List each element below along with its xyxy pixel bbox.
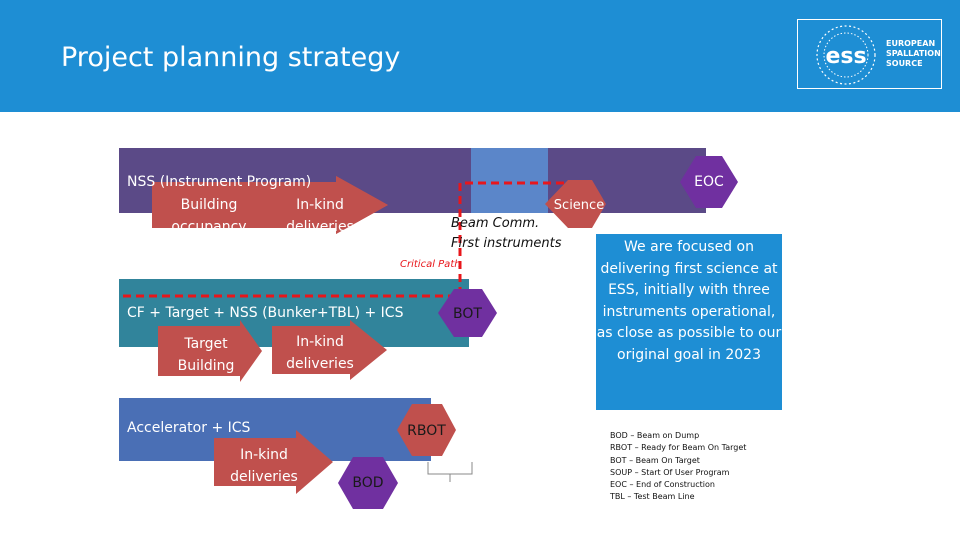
- milestone-eoc: [680, 156, 738, 208]
- beam-comm-label: Beam Comm. First instruments: [451, 214, 562, 254]
- abbreviation-legend: BOD – Beam on Dump RBOT – Ready for Beam…: [610, 430, 746, 504]
- arrow-building-occupancy-label: Building occupancy: [159, 194, 259, 238]
- arrow-building-line-1: Building: [180, 197, 238, 213]
- milestone-science-label: Science: [553, 198, 605, 213]
- ess-logo-icon: ess: [816, 25, 876, 85]
- milestone-bot-label: BOT: [453, 306, 482, 322]
- milestone-science: [545, 180, 606, 228]
- arrow-inkind-bar1-label: In-kind deliveries: [272, 194, 368, 238]
- bar-nss-label: NSS (Instrument Program): [127, 174, 312, 190]
- bar-accelerator-label: Accelerator + ICS: [127, 420, 251, 436]
- legend-item: TBL – Test Beam Line: [610, 492, 695, 502]
- arrow-target-building-label: Target Building: [158, 333, 254, 377]
- arrow-target-building: [158, 320, 262, 382]
- arrow-inkind-bar2-line-1: In-kind: [296, 334, 344, 350]
- milestone-bot: [438, 289, 497, 337]
- slide-title: Project planning strategy: [61, 42, 401, 73]
- legend-item: BOD – Beam on Dump: [610, 431, 700, 440]
- arrow-inkind-bar3-line-1: In-kind: [240, 447, 288, 463]
- logo-line-2: SPALLATION: [886, 49, 941, 58]
- legend-item: EOC – End of Construction: [610, 480, 715, 490]
- arrow-inkind-bar1-line-1: In-kind: [296, 197, 344, 213]
- beam-comm-window: [471, 148, 548, 213]
- arrow-inkind-bar2-line-2: deliveries: [286, 356, 354, 372]
- bar-target-label: CF + Target + NSS (Bunker+TBL) + ICS: [127, 305, 404, 321]
- milestone-rbot-label: RBOT: [407, 423, 446, 439]
- ess-logo: ess EUROPEAN SPALLATION SOURCE: [797, 19, 942, 89]
- milestone-eoc-label: EOC: [694, 174, 724, 190]
- legend-item: BOT – Beam On Target: [610, 455, 700, 465]
- milestone-bod: [338, 457, 398, 509]
- arrow-inkind-bar1: [260, 176, 388, 234]
- timeline-bracket: [427, 462, 473, 482]
- logo-line-3: SOURCE: [886, 59, 923, 68]
- milestone-bod-label: BOD: [352, 475, 384, 491]
- arrow-inkind-bar3-line-2: deliveries: [230, 469, 298, 485]
- beam-comm-line-1: Beam Comm.: [451, 216, 540, 231]
- arrow-target-line-2: Building: [177, 358, 235, 374]
- focus-note: We are focused on delivering first scien…: [596, 239, 782, 363]
- beam-comm-line-2: First instruments: [451, 236, 562, 251]
- logo-wordmark: EUROPEAN SPALLATION SOURCE: [886, 39, 941, 69]
- arrow-inkind-bar1-line-2: deliveries: [286, 219, 354, 235]
- logo-line-1: EUROPEAN: [886, 39, 936, 48]
- legend-item: SOUP – Start Of User Program: [610, 467, 730, 477]
- arrow-inkind-bar2-label: In-kind deliveries: [272, 331, 368, 375]
- arrow-inkind-bar2: [272, 320, 387, 380]
- arrow-inkind-bar3: [214, 430, 333, 494]
- milestone-rbot: [397, 404, 456, 456]
- legend-item: RBOT – Ready for Beam On Target: [610, 443, 747, 453]
- critical-path-label: Critical Path: [400, 259, 461, 270]
- arrow-inkind-bar3-label: In-kind deliveries: [216, 444, 312, 488]
- arrow-building-line-2: occupancy: [171, 219, 247, 235]
- note-box: [596, 234, 782, 410]
- critical-path-line: [123, 181, 585, 298]
- arrow-target-line-1: Target: [184, 336, 228, 352]
- header-bar: Project planning strategy ess EUROPEAN S…: [0, 0, 960, 112]
- logo-mark: ess: [825, 44, 866, 69]
